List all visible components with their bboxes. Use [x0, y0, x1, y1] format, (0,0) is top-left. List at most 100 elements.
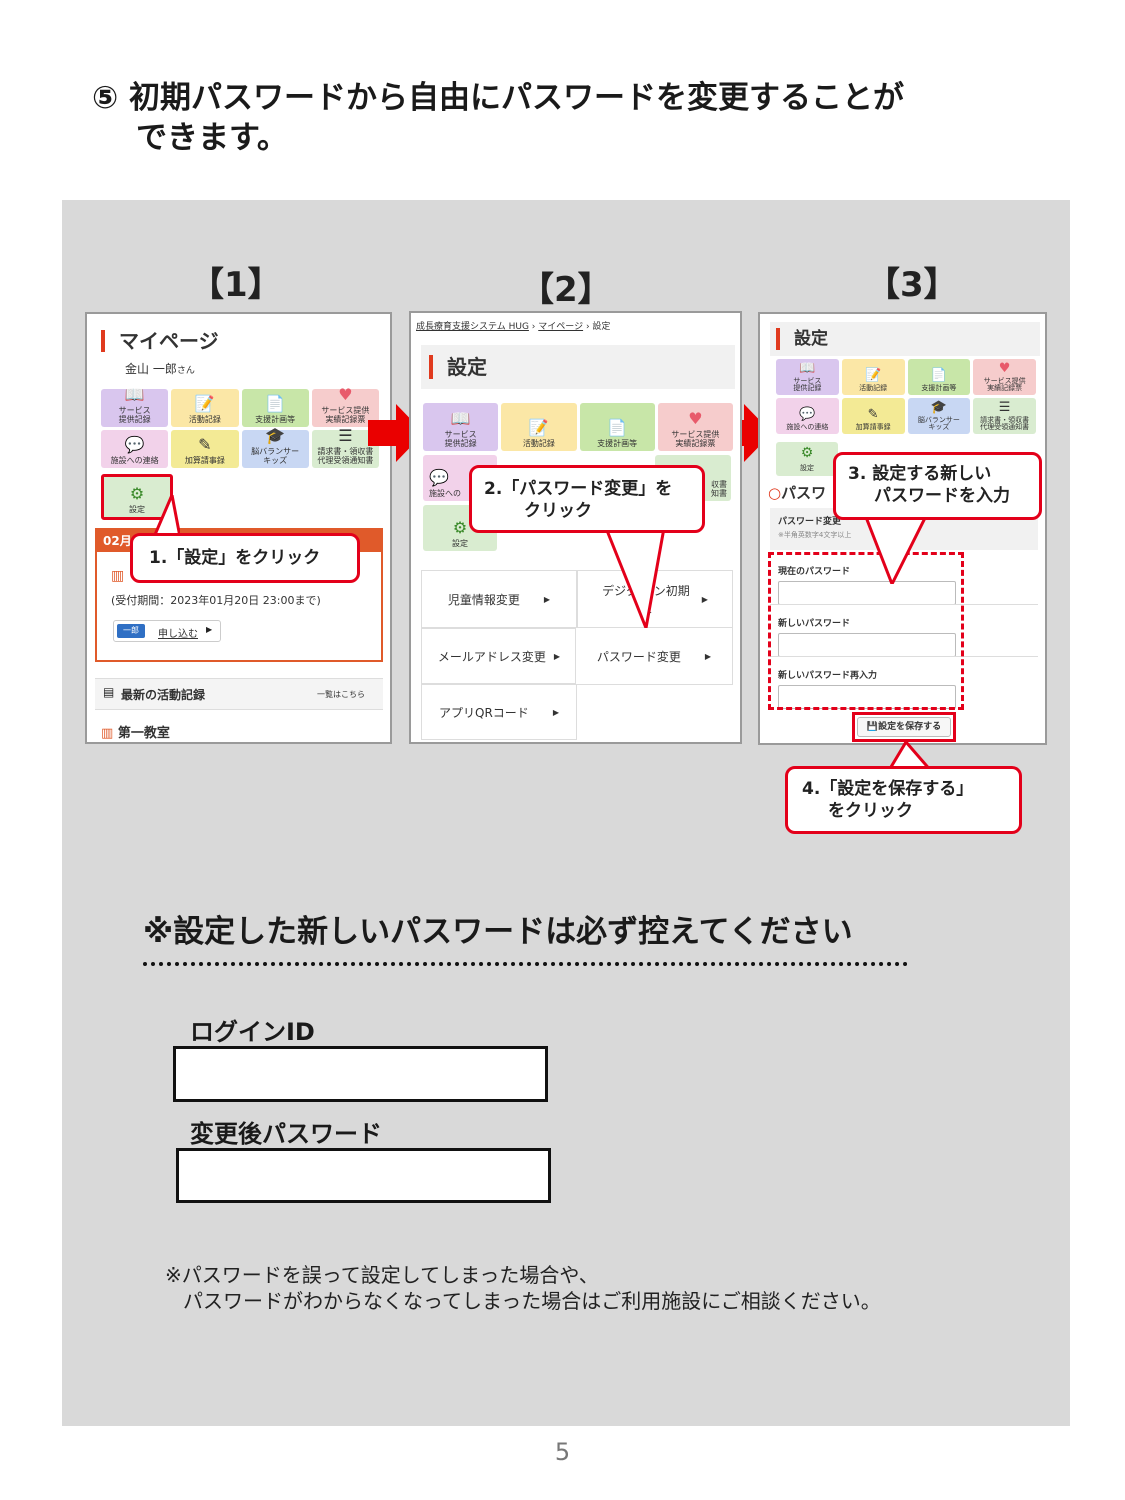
settings-menu-list: 児童情報変更▶ デジタ イン初期 定▶ メールアドレス変更▶ パスワード変更▶ …	[421, 570, 733, 742]
tile-service-record[interactable]: 📖サービス 提供記録	[776, 359, 839, 395]
chat-icon: 💬	[124, 435, 145, 454]
tile-brain-balancer[interactable]: 🎓脳バランサー キッズ	[241, 427, 309, 468]
tile-addition-record[interactable]: ✎加算請事録	[171, 430, 239, 468]
tile-addition-record[interactable]: ✎加算請事録	[841, 398, 905, 434]
tile-service-results[interactable]: ♥サービス提供 実績記録票	[311, 385, 379, 427]
tile-settings[interactable]: ⚙設定	[101, 474, 173, 520]
tile-support-plan[interactable]: 📄支援計画等	[579, 403, 655, 451]
gear-icon: ⚙	[452, 518, 468, 537]
see-all-link[interactable]: 一覧はこちら	[317, 690, 365, 699]
callout-1-tail	[152, 495, 180, 537]
gear-icon: ⚙	[129, 484, 145, 503]
tile-service-record[interactable]: 📖サービス 提供記録	[101, 385, 169, 427]
tile-support-plan[interactable]: 📄支援計画等	[907, 359, 971, 395]
footnote-line-1: ※パスワードを誤って設定してしまった場合や、	[165, 1263, 599, 1287]
user-name-text: 金山 一郎	[125, 362, 177, 376]
list-icon: ☰	[338, 426, 353, 445]
menu-child-info[interactable]: 児童情報変更▶	[421, 570, 577, 628]
tile-invoice[interactable]: ☰請求書・領収書 代理受領通知書	[973, 398, 1036, 434]
circle-icon: ○	[768, 484, 782, 502]
tile-contact-facility[interactable]: 💬施設への連絡	[101, 430, 169, 468]
book-icon: 📖	[124, 385, 145, 404]
user-badge: 一郎	[117, 624, 145, 638]
caret-right-icon: ▶	[552, 707, 559, 717]
book-icon: 📖	[450, 409, 471, 428]
step-label-1: 【1】	[190, 265, 282, 305]
apply-button[interactable]: 一郎 申し込む ▶	[113, 620, 221, 642]
user-suffix: さん	[176, 366, 195, 376]
callout-3-tail	[862, 512, 930, 584]
caret-right-icon: ▶	[553, 651, 561, 661]
list-icon: ☰	[998, 400, 1011, 415]
step-label-3: 【3】	[866, 265, 958, 305]
breadcrumb-mypage[interactable]: マイページ	[538, 322, 584, 332]
menu-app-qr[interactable]: アプリQRコード▶	[421, 684, 577, 740]
tile-support-plan[interactable]: 📄支援計画等	[241, 389, 309, 427]
latest-activity-label: 最新の活動記録	[121, 688, 206, 702]
settings-heading: 設定	[776, 328, 828, 350]
callout-step-2: 2.「パスワード変更」を クリック	[469, 465, 705, 533]
title-line-2: できます。	[136, 120, 288, 156]
event-period: (受付期間：2023年01月20日 23:00まで)	[111, 594, 321, 607]
screenshot-password-form: 設定 📖サービス 提供記録 📝活動記録 📄支援計画等 ♥サービス提供 実績記録票…	[758, 312, 1047, 745]
new-password-input[interactable]	[778, 633, 956, 657]
breadcrumb-current: 設定	[592, 322, 611, 332]
tile-brain-balancer[interactable]: 🎓脳バランサー キッズ	[907, 398, 971, 434]
edit-icon: ✎	[867, 407, 879, 422]
heart-icon: ♥	[688, 409, 703, 428]
menu-tile-grid: 📖サービス 提供記録 📝活動記録 📄支援計画等 ♥サービス提供 実績記録票 💬施…	[101, 385, 379, 468]
callout-2-line-2: クリック	[524, 501, 592, 521]
settings-heading: 設定	[429, 355, 487, 379]
tile-invoice[interactable]: ☰請求書・領収書 代理受領通知書	[311, 426, 379, 468]
menu-password-change[interactable]: パスワード変更▶	[575, 627, 733, 685]
confirm-password-label: 新しいパスワード再入力	[778, 671, 878, 681]
callout-2-tail	[604, 528, 666, 628]
tile-activity-record[interactable]: 📝活動記録	[171, 389, 239, 427]
login-id-label: ログインID	[190, 1018, 315, 1046]
divider	[770, 604, 1038, 605]
footnote-line-2: パスワードがわからなくなってしまった場合はご利用施設にご相談ください。	[183, 1289, 881, 1313]
memo-icon: 📝	[194, 394, 215, 413]
chat-icon: 💬	[429, 468, 449, 487]
building-icon: ▥	[111, 568, 125, 584]
page-title: ⑤ 初期パスワードから自由にパスワードを変更することが できます。	[92, 78, 904, 158]
tile-service-results[interactable]: ♥サービス提供 実績記録票	[973, 359, 1036, 395]
new-password-label: 変更後パスワード	[190, 1120, 382, 1148]
heading-band	[770, 322, 1040, 356]
callout-step-4: 4.「設定を保存する」 をクリック	[785, 766, 1022, 834]
tile-activity-record[interactable]: 📝活動記録	[841, 359, 905, 395]
confirm-password-group: 新しいパスワード再入力	[778, 668, 956, 709]
save-settings-button[interactable]: 💾設定を保存する	[852, 712, 956, 742]
chat-icon: 💬	[799, 407, 816, 422]
confirm-password-input[interactable]	[778, 685, 956, 709]
dotted-divider	[143, 962, 908, 966]
building-icon: ▥	[101, 726, 114, 741]
pw-change-label: パスワード変更	[778, 517, 842, 527]
book-icon: 📖	[799, 361, 816, 376]
callout-3-line-1: 3. 設定する新しい	[848, 464, 992, 484]
tile-activity-record[interactable]: 📝活動記録	[501, 403, 577, 451]
current-password-label: 現在のパスワード	[778, 567, 851, 577]
callout-4-tail	[888, 742, 932, 772]
mypage-heading: マイページ	[101, 330, 219, 352]
callout-4-line-1: 4.「設定を保存する」	[802, 779, 974, 799]
classroom-name: ▥ 第一教室	[101, 726, 170, 741]
document-icon: 📄	[930, 368, 947, 383]
caret-right-icon: ▶	[704, 651, 712, 661]
callout-3-line-2: パスワードを入力	[874, 486, 1010, 506]
tile-settings[interactable]: ⚙設定	[776, 442, 838, 476]
title-line-1: ⑤ 初期パスワードから自由にパスワードを変更することが	[92, 80, 905, 116]
latest-activity-bar[interactable]: ▤ 最新の活動記録 一覧はこちら	[95, 678, 383, 710]
tile-service-record[interactable]: 📖サービス 提供記録	[423, 403, 499, 451]
heart-icon: ♥	[338, 385, 353, 404]
memo-icon: 📝	[865, 368, 882, 383]
new-password-box[interactable]	[176, 1148, 551, 1203]
caret-right-icon: ▶	[543, 594, 551, 604]
callout-step-1: 1.「設定」をクリック	[130, 533, 360, 583]
login-id-box[interactable]	[173, 1046, 548, 1102]
tile-contact-facility[interactable]: 💬施設への連絡	[776, 398, 839, 434]
breadcrumb-system[interactable]: 成長療育支援システム HUG	[416, 322, 529, 332]
menu-tile-grid: 📖サービス 提供記録 📝活動記録 📄支援計画等 ♥サービス提供 実績記録票 💬施…	[776, 359, 1036, 434]
menu-email[interactable]: メールアドレス変更▶	[421, 628, 577, 684]
tile-service-results[interactable]: ♥サービス提供 実績記録票	[657, 403, 733, 451]
